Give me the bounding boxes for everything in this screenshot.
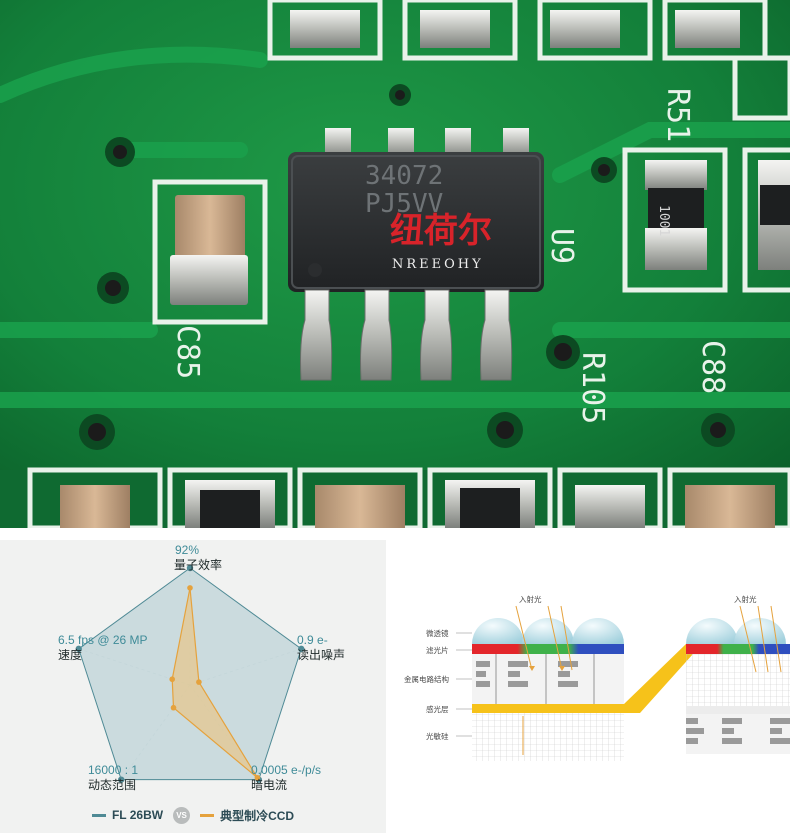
radar-series-fl26bw-point-1 (298, 645, 305, 653)
radar-series-ccd-point-1 (196, 679, 202, 685)
chip-marking-line1: 34072 (365, 161, 443, 191)
metric-value-dark: 0.0005 e-/p/s (251, 763, 321, 777)
legend-item-fl26bw: FL 26BW (91, 808, 164, 822)
legend-swatch-b (200, 813, 215, 817)
vias (79, 84, 735, 450)
watermark-cn: 纽荷尔 (390, 211, 492, 251)
metric-label-speed: 速度 (58, 647, 82, 662)
label-microlens: 微透镜 (426, 628, 449, 638)
label-photosensitive-layer: 感光层 (426, 704, 449, 714)
radar-series-ccd-point-0 (187, 585, 193, 591)
radar-chart: 92% 量子效率 0.9 e- 读出噪声 0.0005 e-/p/s 暗电流 1… (58, 543, 345, 792)
sensor-stack-left (472, 605, 624, 761)
label-photosensitive-silicon: 光敏硅 (426, 731, 449, 741)
radar-series-fl26bw-point-4 (75, 645, 82, 653)
pcb-photo: 34072 PJ5VV 纽荷尔 NREEOHY 1001 R51 U9 C85 … (0, 0, 790, 528)
silk-r51: R51 (660, 88, 695, 142)
legend-swatch-a (91, 813, 106, 817)
silk-c85: C85 (170, 325, 205, 379)
capacitor-c85 (152, 179, 268, 325)
radar-series-ccd-point-3 (170, 704, 177, 711)
legend-label-b: 典型制冷CCD (220, 808, 295, 823)
metric-value-qe: 92% (175, 543, 199, 557)
label-filter: 滤光片 (426, 645, 449, 655)
silk-r105: R105 (575, 352, 610, 424)
chart-legend: FL 26BW VS 典型制冷CCD (0, 804, 386, 826)
label-metal-wiring: 金属电路结构 (404, 674, 449, 684)
metric-label-dark: 暗电流 (251, 777, 287, 792)
layer-connector (624, 644, 702, 713)
label-incident-light-right: 入射光 (734, 594, 757, 604)
radar-series-ccd-point-2 (254, 774, 261, 781)
metric-value-noise: 0.9 e- (297, 633, 328, 647)
metric-label-qe: 量子效率 (174, 557, 222, 572)
chip-marking-line2: PJ5VV (365, 189, 443, 219)
label-incident-light-left: 入射光 (519, 594, 542, 604)
radar-series-ccd (171, 587, 258, 779)
radar-series-fl26bw-point-3 (118, 776, 125, 783)
ic-chip (288, 152, 544, 292)
metric-label-noise: 读出噪声 (297, 648, 345, 662)
watermark-en: NREEOHY (392, 257, 484, 272)
radar-series-ccd-point-4 (169, 676, 175, 683)
vs-badge: VS (173, 806, 191, 824)
silk-u9: U9 (544, 228, 579, 264)
radar-series-fl26bw-point-0 (186, 564, 194, 572)
metric-label-dr: 动态范围 (88, 778, 136, 792)
radar-chart-panel: 92% 量子效率 0.9 e- 读出噪声 0.0005 e-/p/s 暗电流 1… (0, 540, 386, 833)
legend-label-a: FL 26BW (111, 808, 164, 822)
metric-value-dr: 16000 : 1 (88, 763, 138, 777)
legend-item-ccd: 典型制冷CCD (200, 807, 294, 824)
sensor-structure-diagram: 入射光 入射光 微透镜 滤光片 金属电路结构 感光层 光敏硅 (386, 540, 790, 833)
resistor-code: 1001 (656, 205, 671, 236)
silk-c88: C88 (695, 340, 730, 394)
resistors-right (622, 55, 790, 293)
sensor-stack-right (686, 605, 790, 754)
metric-value-speed: 6.5 fps @ 26 MP (58, 633, 148, 647)
